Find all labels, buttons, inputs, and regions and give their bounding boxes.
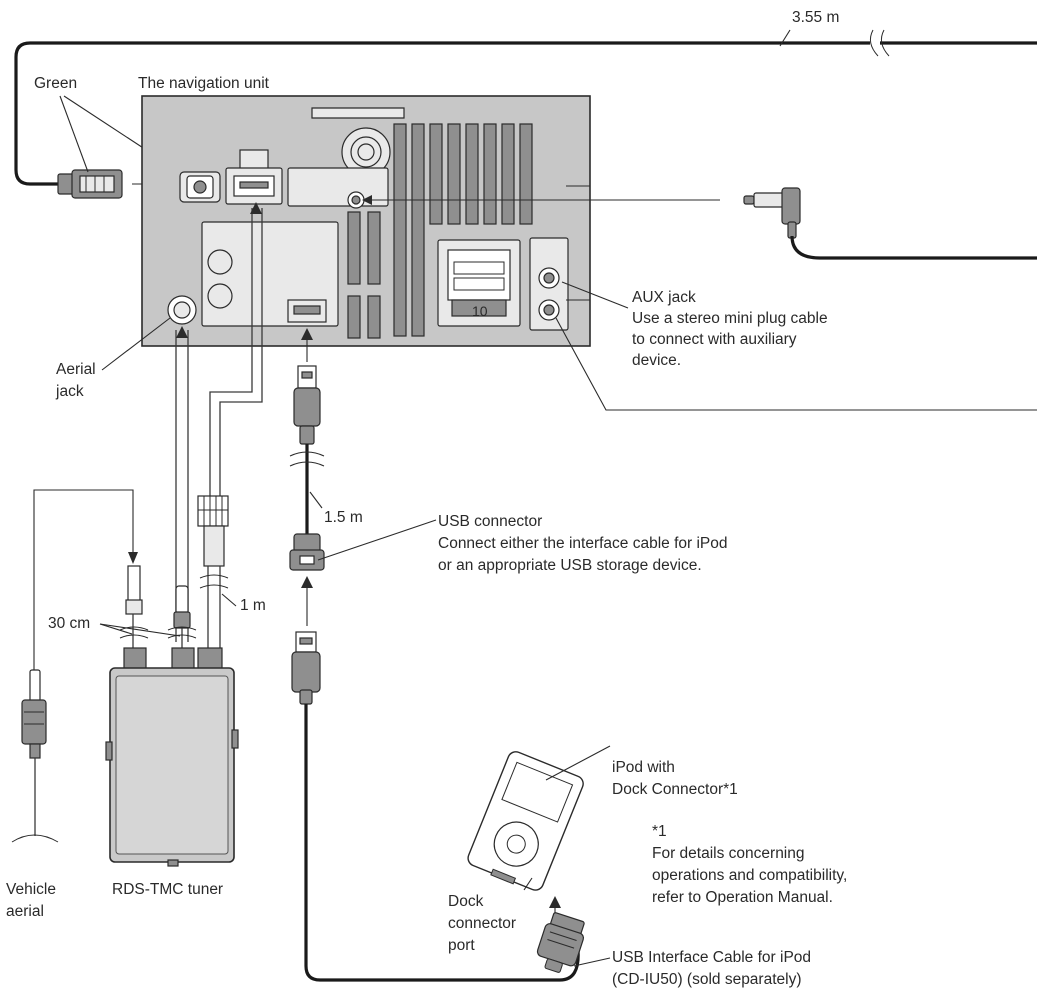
cable-length-top-label: 3.55 m — [792, 9, 839, 26]
stereo-mini-plug-icon — [743, 187, 801, 239]
dock-port-label-line3: port — [448, 937, 475, 954]
aux-jack-desc-2: to connect with auxiliary — [632, 331, 797, 348]
aux-jack-desc-3: device. — [632, 352, 681, 369]
usb-connector-title: USB connector — [438, 513, 542, 530]
vehicle-aerial-label-line1: Vehicle — [6, 881, 56, 898]
usb-length-label: 1.5 m — [324, 509, 363, 526]
navigation-unit-icon — [141, 95, 591, 347]
dock-port-label-line2: connector — [448, 915, 516, 932]
navigation-unit-label: The navigation unit — [138, 75, 270, 92]
usb-connector-desc-2: or an appropriate USB storage device. — [438, 557, 702, 574]
footnote-mark: *1 — [652, 823, 667, 840]
usb-interface-cable-line2: (CD-IU50) (sold separately) — [612, 971, 802, 988]
dock-connector-plug-icon — [536, 912, 585, 973]
ipod-cable-usb-plug-icon — [291, 631, 321, 705]
green-label: Green — [34, 75, 77, 92]
rds-tmc-tuner-box-icon — [105, 647, 239, 867]
usb-connector-socket-icon — [289, 533, 325, 571]
ipod-label-line2: Dock Connector*1 — [612, 781, 738, 798]
rds-tmc-tuner-label: RDS-TMC tuner — [112, 881, 223, 898]
short-cable-length-label: 30 cm — [48, 615, 90, 632]
vehicle-aerial-label-line2: aerial — [6, 903, 44, 920]
aux-jack-desc-1: Use a stereo mini plug cable — [632, 310, 828, 327]
aerial-jack-label-line1: Aerial — [56, 361, 96, 378]
connector-number-label: 10 — [472, 303, 488, 319]
green-gps-connector-icon — [57, 169, 123, 199]
gps-cable — [14, 29, 1037, 186]
usb-plug-icon — [293, 365, 321, 445]
ipod-label-line1: iPod with — [612, 759, 675, 776]
dock-port-label-line1: Dock — [448, 893, 484, 910]
tuner-cable-length-label: 1 m — [240, 597, 266, 614]
aerial-jack-label-line2: jack — [55, 383, 84, 400]
footnote-line3: refer to Operation Manual. — [652, 889, 833, 906]
usb-connector-desc-1: Connect either the interface cable for i… — [438, 535, 728, 552]
vehicle-aerial-plug-icon — [11, 669, 59, 843]
usb-interface-cable-line1: USB Interface Cable for iPod — [612, 949, 811, 966]
footnote-line1: For details concerning — [652, 845, 805, 862]
harness-connector-icon — [197, 495, 229, 648]
aux-jack-title: AUX jack — [632, 289, 696, 306]
footnote-line2: operations and compatibility, — [652, 867, 847, 884]
ipod-device-icon — [467, 751, 584, 891]
aerial-plug-icon — [125, 565, 191, 648]
